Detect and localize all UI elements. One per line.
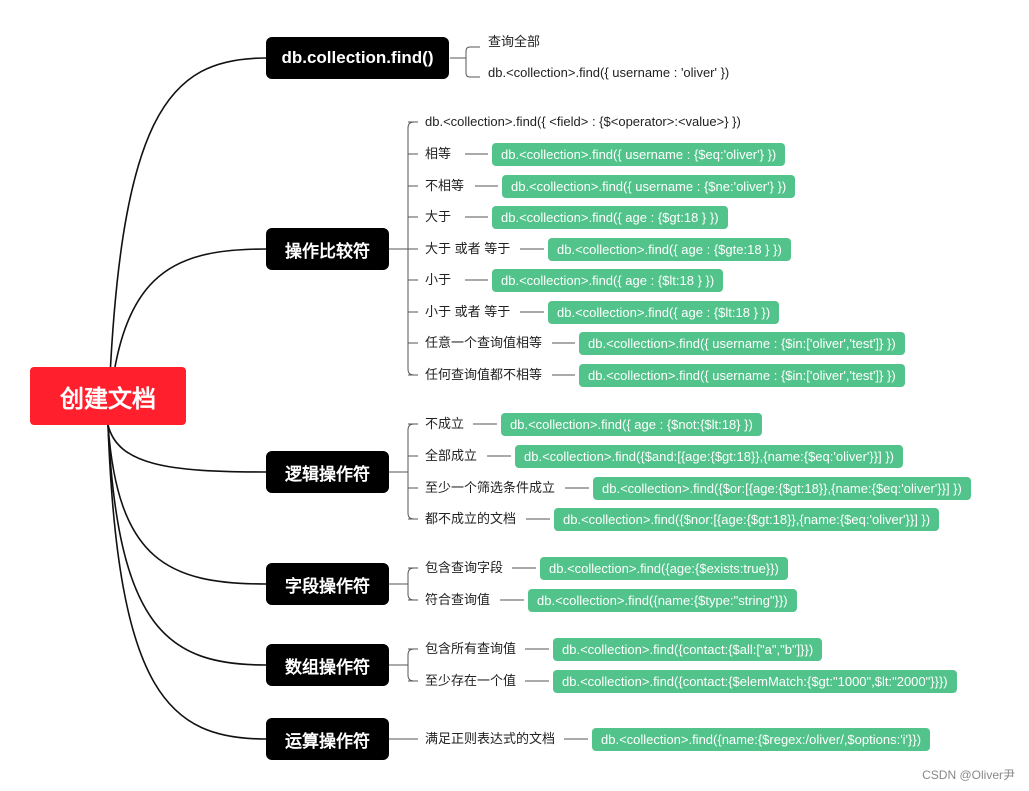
leaf-label: 全部成立	[425, 448, 478, 463]
leaf-label: 满足正则表达式的文档	[425, 731, 556, 746]
code-pill: db.<collection>.find({name:{$type:"strin…	[528, 589, 797, 612]
code-pill: db.<collection>.find({contact:{$all:["a"…	[553, 638, 823, 661]
branch-logical: 逻辑操作符	[266, 451, 389, 493]
leaf-connector	[407, 567, 415, 601]
leaf-label: 查询全部	[488, 34, 541, 49]
code-pill: db.<collection>.find({ username : {$eq:'…	[492, 143, 786, 166]
leaf-label: 任意一个查询值相等	[425, 335, 543, 350]
leaf-label: 至少一个筛选条件成立	[425, 480, 556, 495]
connector-line	[107, 424, 267, 666]
code-pill: db.<collection>.find({$or:[{age:{$gt:18}…	[593, 477, 971, 500]
watermark: CSDN @Oliver尹	[922, 768, 1015, 782]
code-pill: db.<collection>.find({$and:[{age:{$gt:18…	[515, 445, 903, 468]
code-pill: db.<collection>.find({ username : {$in:[…	[579, 364, 905, 387]
code-pill: db.<collection>.find({ age : {$not:{$lt:…	[501, 413, 762, 436]
leaf-label: 小于	[425, 272, 452, 287]
connector-line	[107, 424, 267, 740]
branch-comparison: 操作比较符	[266, 228, 389, 270]
code-pill: db.<collection>.find({ age : {$lt:18 } }…	[548, 301, 780, 324]
leaf-label: 大于 或者 等于	[425, 241, 511, 256]
leaf-label: 都不成立的文档	[425, 511, 517, 526]
leaf-label: 任何查询值都不相等	[425, 367, 543, 382]
branch-eval: 运算操作符	[266, 718, 389, 760]
leaf-connector	[407, 648, 415, 682]
leaf-label: db.<collection>.find({ <field> : {$<oper…	[425, 114, 741, 129]
leaf-connector	[407, 423, 415, 520]
code-pill: db.<collection>.find({ username : {$in:[…	[579, 332, 905, 355]
connector-line	[107, 57, 267, 426]
leaf-label: 不成立	[425, 416, 465, 431]
leaf-label: 大于	[425, 209, 452, 224]
leaf-label: 符合查询值	[425, 592, 491, 607]
code-pill: db.<collection>.find({age:{$exists:true}…	[540, 557, 788, 580]
leaf-connector	[465, 46, 480, 78]
branch-field: 字段操作符	[266, 563, 389, 605]
code-pill: db.<collection>.find({name:{$regex:/oliv…	[592, 728, 931, 751]
leaf-label: db.<collection>.find({ username : 'olive…	[488, 65, 730, 80]
code-pill: db.<collection>.find({$nor:[{age:{$gt:18…	[554, 508, 940, 531]
leaf-label: 包含所有查询值	[425, 641, 517, 656]
branch-array: 数组操作符	[266, 644, 389, 686]
leaf-label: 包含查询字段	[425, 560, 504, 575]
root-node: 创建文档	[30, 367, 186, 425]
leaf-label: 小于 或者 等于	[425, 304, 511, 319]
leaf-label: 至少存在一个值	[425, 673, 517, 688]
leaf-label: 不相等	[425, 178, 465, 193]
code-pill: db.<collection>.find({ username : {$ne:'…	[502, 175, 796, 198]
code-pill: db.<collection>.find({contact:{$elemMatc…	[553, 670, 957, 693]
code-pill: db.<collection>.find({ age : {$lt:18 } }…	[492, 269, 724, 292]
connector-line	[107, 424, 267, 473]
code-pill: db.<collection>.find({ age : {$gte:18 } …	[548, 238, 791, 261]
branch-find: db.collection.find()	[266, 37, 449, 79]
code-pill: db.<collection>.find({ age : {$gt:18 } }…	[492, 206, 728, 229]
leaf-label: 相等	[425, 146, 452, 161]
connector-line	[107, 424, 267, 585]
